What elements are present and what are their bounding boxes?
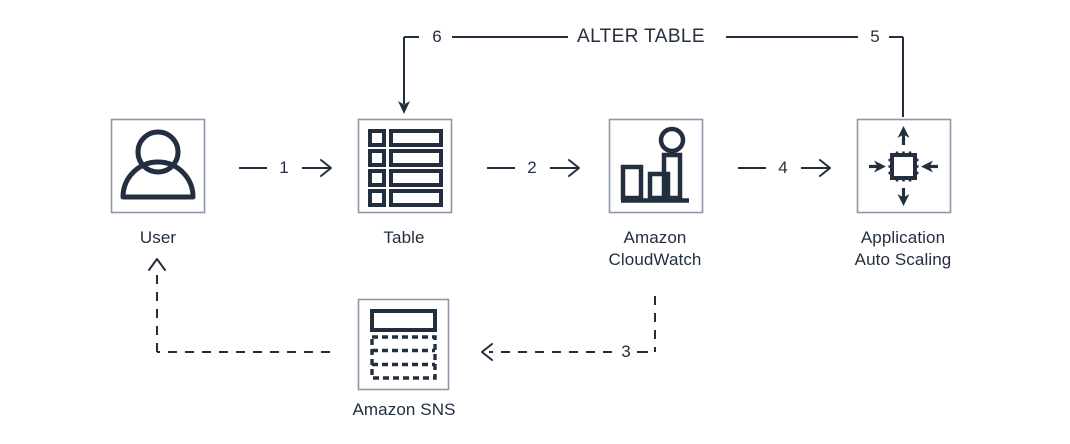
cloudwatch-bar-2	[647, 171, 671, 201]
node-user-icon	[110, 118, 206, 214]
sns-topic-bar	[370, 309, 437, 332]
sns-subscriptions-block	[370, 335, 437, 380]
edge-6-label: 6	[432, 27, 442, 46]
edge-2-label: 2	[527, 158, 537, 177]
node-label-user: User	[139, 228, 177, 247]
node-amazon-sns-icon	[357, 298, 450, 391]
edge-alter-table-path	[398, 36, 904, 117]
edge-3-arrowhead	[481, 343, 493, 361]
edge-sns-user-arrowhead	[148, 258, 166, 271]
alter-table-label: ALTER TABLE	[577, 26, 705, 47]
edge-4-arrowhead	[819, 159, 831, 177]
node-label-cloudwatch: Amazon CloudWatch	[608, 228, 702, 269]
edge-1-arrowhead	[320, 159, 332, 177]
edge-3-connector	[481, 296, 656, 361]
edge-4-label: 4	[778, 158, 788, 177]
user-head	[135, 129, 181, 175]
edge-sns-user-connector	[148, 258, 330, 353]
edge-1-connector	[239, 159, 332, 177]
edge-3-label: 3	[621, 342, 631, 361]
edge-2-connector	[487, 159, 580, 177]
chip-pins	[888, 151, 919, 182]
node-table-icon	[357, 118, 453, 214]
cloudwatch-bar-1	[620, 164, 644, 201]
node-cloudwatch-icon	[608, 118, 704, 214]
node-label-amazon-sns: Amazon SNS	[352, 400, 456, 419]
node-label-auto-scaling: Application Auto Scaling	[854, 228, 952, 269]
node-auto-scaling-icon	[856, 118, 952, 214]
cloudwatch-bar-3	[661, 152, 683, 201]
edge-4-connector	[738, 159, 831, 177]
edge-6-arrowhead	[398, 101, 410, 114]
edge-1-label: 1	[279, 158, 289, 177]
edge-2-arrowhead	[568, 159, 580, 177]
node-label-table: Table	[383, 228, 425, 247]
cloudwatch-dot	[658, 126, 686, 154]
edge-5-label: 5	[870, 27, 880, 46]
user-body	[120, 159, 196, 200]
